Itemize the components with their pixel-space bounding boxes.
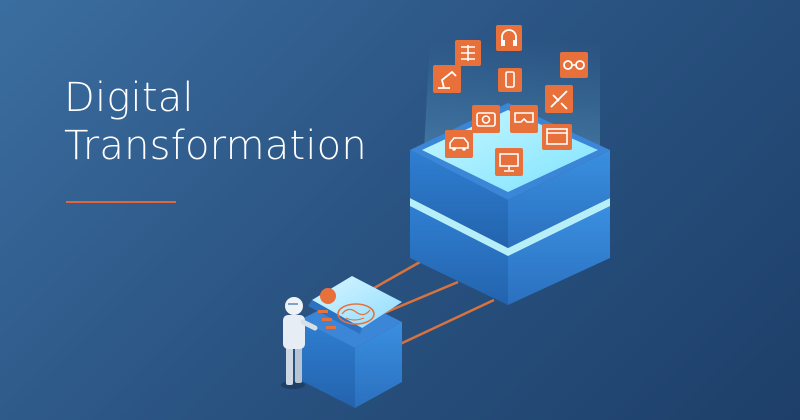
robot-figure (281, 297, 318, 389)
headphones-icon (496, 25, 522, 51)
network-icon (455, 40, 481, 66)
control-console (300, 276, 402, 408)
title-line-1: Digital (64, 75, 194, 121)
orange-dot (320, 288, 336, 304)
phone-icon (498, 68, 522, 92)
robot-arm-icon (433, 65, 461, 93)
satellite-icon (545, 85, 573, 113)
orange-bars (318, 310, 336, 329)
goggles-icon (560, 52, 588, 78)
app-icons (433, 25, 588, 176)
page-title: Digital Transformation (64, 74, 367, 170)
browser-window-icon (542, 124, 572, 150)
vr-headset-icon (510, 105, 538, 133)
camera-icon (472, 105, 500, 133)
monitor-icon (495, 148, 523, 176)
brain-chip (337, 303, 375, 325)
title-underline (66, 201, 176, 203)
title-line-2: Transformation (64, 123, 367, 169)
car-icon (445, 130, 473, 158)
